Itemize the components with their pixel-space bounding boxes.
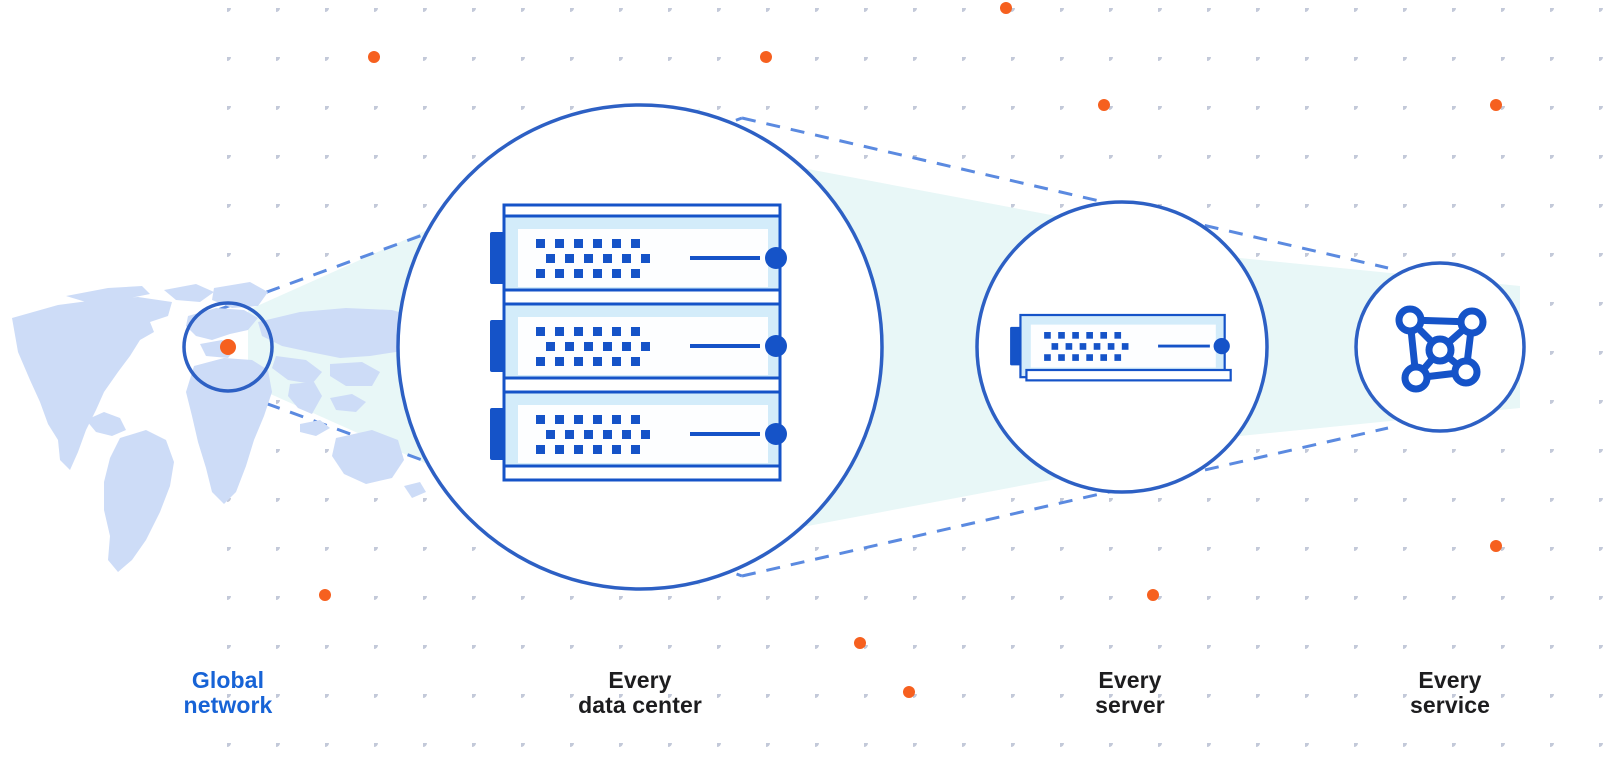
datacenter-circle-outline <box>396 103 884 591</box>
server-circle-contents <box>1008 313 1232 382</box>
dash-dc-top <box>741 116 1389 270</box>
global-circle-outline <box>182 301 274 393</box>
service-illustration <box>1354 261 1526 433</box>
rack-unit-3 <box>488 390 789 478</box>
service-circle-contents <box>1395 305 1487 393</box>
server-illustration <box>975 200 1269 494</box>
stage-label-global-network: Global network <box>183 667 273 718</box>
datacenter-illustration <box>396 103 884 591</box>
rack-separator-1 <box>502 288 782 306</box>
datacenter-circle-contents <box>488 203 789 482</box>
rack-unit-2 <box>488 302 789 390</box>
stage-label-every-server: Every server <box>1095 667 1165 718</box>
stage-label-every-service: Every service <box>1410 667 1490 718</box>
server-base-separator <box>1025 368 1232 382</box>
stage-label-every-data-center: Every data center <box>578 667 702 718</box>
global-network-illustration <box>12 282 432 572</box>
rack-unit-1 <box>488 214 789 302</box>
network-graph-icon <box>1395 305 1487 393</box>
rack-separator-bottom <box>502 464 782 482</box>
map-location-marker <box>220 339 236 355</box>
server-circle-outline <box>975 200 1269 494</box>
dash-dc-bottom <box>741 426 1389 578</box>
highlight-dots <box>319 2 1502 698</box>
single-server-icon <box>1008 313 1232 379</box>
service-circle-outline <box>1354 261 1526 433</box>
rack-separator-2 <box>502 376 782 394</box>
